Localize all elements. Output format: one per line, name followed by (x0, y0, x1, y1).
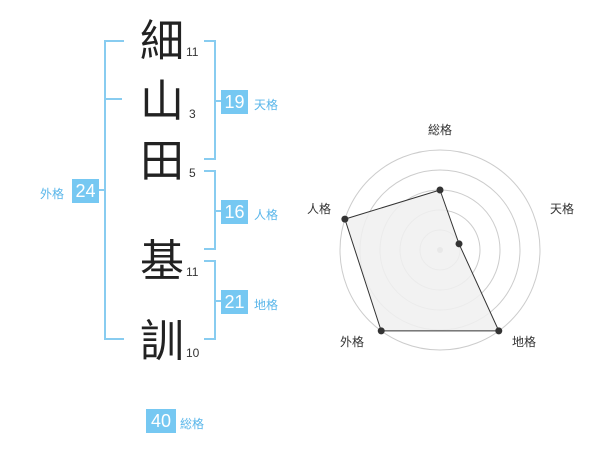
gaikaku-label: 外格 (40, 187, 65, 201)
tenkaku-label: 天格 (254, 98, 279, 112)
chikaku-value: 21 (221, 290, 248, 314)
chikaku-connector (215, 300, 221, 302)
radar-ring-5 (339, 149, 541, 351)
radar-point-1 (436, 186, 444, 194)
radar-label-soukaku: 総格 (428, 122, 452, 137)
stroke-count-4: 11 (186, 265, 199, 279)
radar-point-2 (455, 240, 463, 248)
stroke-count-1: 11 (186, 45, 199, 59)
gaikaku-value: 24 (72, 179, 99, 203)
gaikaku-connector (97, 189, 105, 191)
tenkaku-value: 19 (221, 90, 248, 114)
chikaku-label: 地格 (254, 298, 279, 312)
jinkaku-label: 人格 (254, 208, 279, 222)
radar-point-4 (377, 327, 385, 335)
jinkaku-value: 16 (221, 200, 248, 224)
name-char-3: 田 (140, 136, 184, 187)
stroke-count-3: 5 (189, 166, 196, 180)
radar-point-5 (341, 215, 349, 223)
stroke-count-5: 10 (186, 346, 200, 360)
fortune-radar-chart: 総格 天格 地格 外格 人格 (307, 122, 574, 351)
radar-label-chikaku: 地格 (512, 334, 536, 349)
gaikaku-bracket (104, 40, 124, 340)
name-char-5: 訓 (140, 316, 184, 367)
jinkaku-connector (215, 210, 221, 212)
name-char-4: 基 (140, 236, 184, 287)
radar-label-tenkaku: 天格 (550, 201, 574, 216)
radar-label-gaikaku: 外格 (340, 334, 364, 349)
radar-area (344, 189, 500, 332)
radar-point-3 (495, 327, 503, 335)
stroke-count-2: 3 (189, 107, 196, 121)
radar-points (341, 186, 503, 335)
soukaku-label: 総格 (180, 417, 205, 431)
name-char-2: 山 (140, 76, 184, 127)
radar-label-jinkaku: 人格 (307, 201, 331, 216)
name-char-1: 細 (140, 16, 184, 67)
soukaku-value: 40 (146, 409, 176, 433)
gaikaku-bracket-tick (104, 98, 122, 100)
tenkaku-connector (215, 100, 221, 102)
